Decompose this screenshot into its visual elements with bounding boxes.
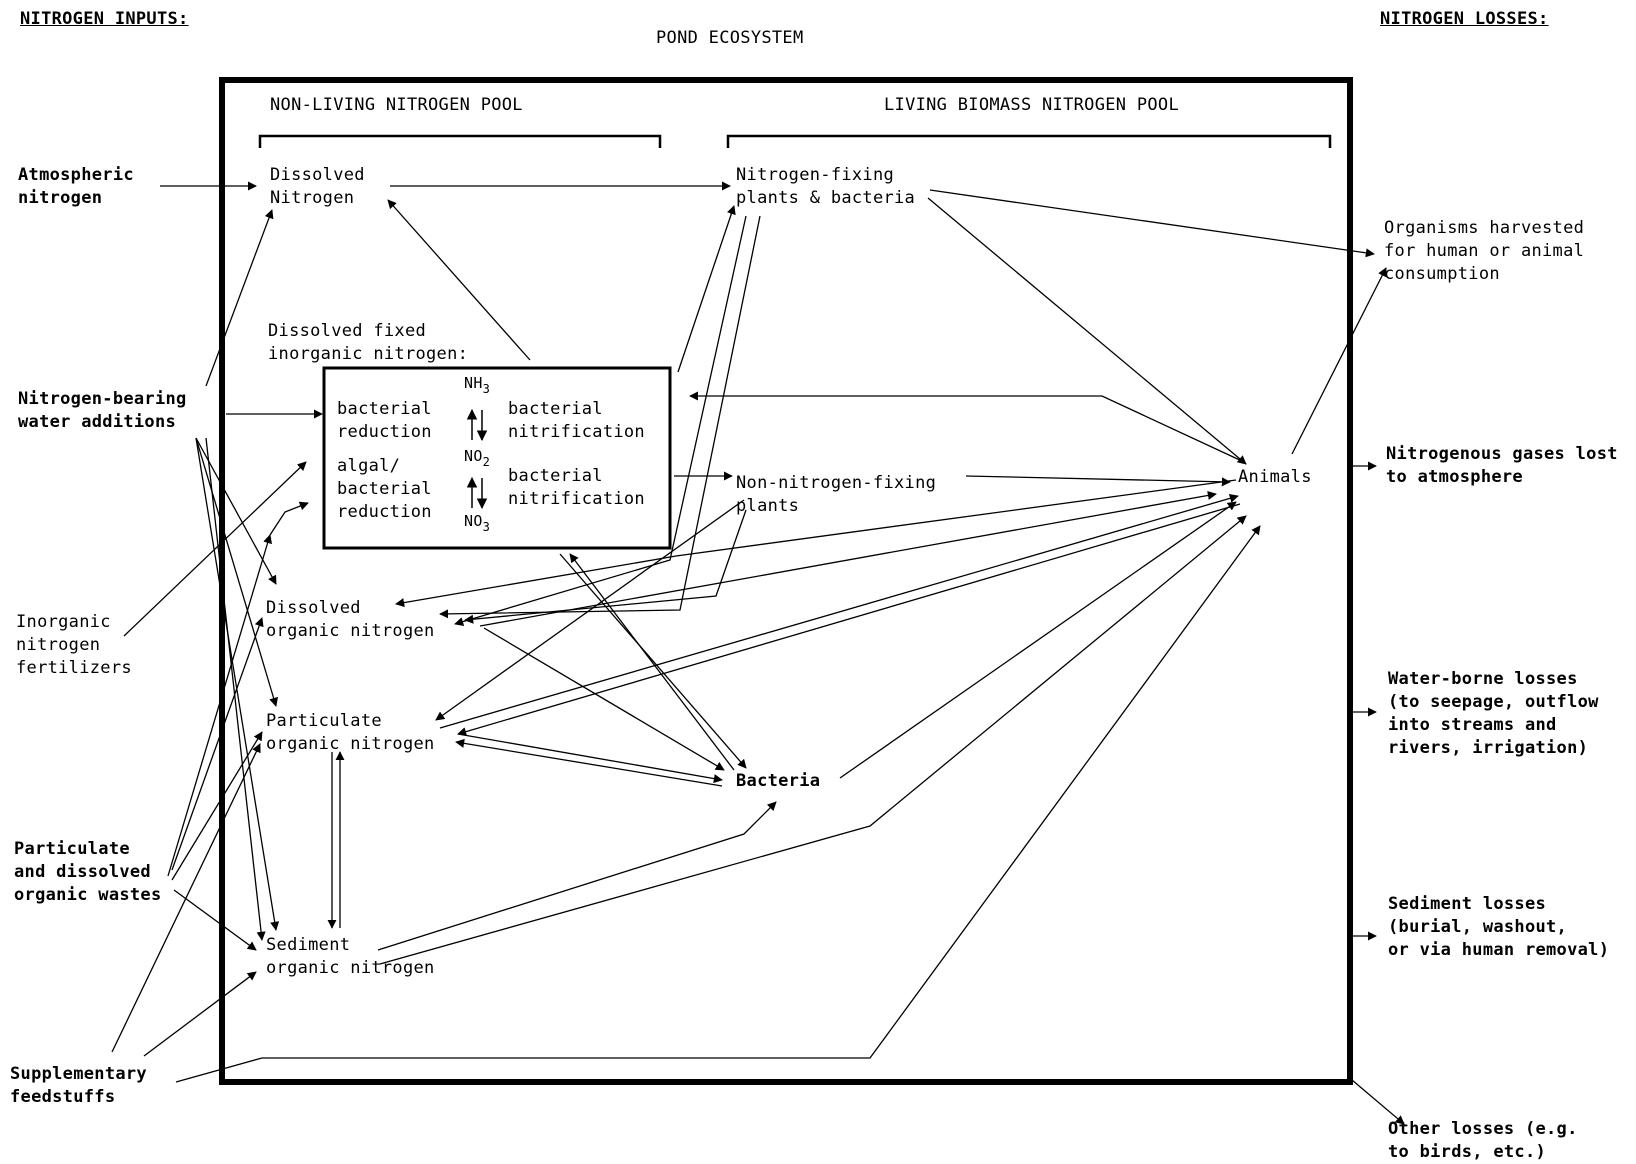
pool-particulate-organic-nitrogen: Particulate organic nitrogen <box>266 711 435 754</box>
flow-wastes-to-don <box>171 617 264 871</box>
flow-wastes-to-dfin-2 <box>269 501 309 536</box>
flow-animals-to-harvest <box>1291 267 1387 455</box>
flow-feedstuffs-to-animals <box>175 525 1261 1083</box>
non-living-pool-header: NON-LIVING NITROGEN POOL <box>270 95 523 115</box>
flow-dfin-to-bacteria <box>559 553 747 769</box>
non-living-pool-bracket <box>258 134 662 148</box>
pool-sediment-organic-nitrogen: Sediment organic nitrogen <box>266 935 435 978</box>
flow-fixers-to-animals <box>927 197 1247 465</box>
flow-animals-to-pon <box>457 503 1241 737</box>
living-non-nitrogen-fixing-plants: Non-nitrogen-fixing plants <box>736 473 937 516</box>
loss-harvested-organisms: Organisms harvested for human or animal … <box>1384 218 1585 284</box>
flow-feedstuffs-to-son <box>143 971 257 1057</box>
flow-fixers-to-don-2 <box>454 215 747 627</box>
loss-nitrogenous-gases: Nitrogenous gases lost to atmosphere <box>1386 444 1618 487</box>
flow-wastes-to-son <box>173 889 257 951</box>
pond-ecosystem-title: POND ECOSYSTEM <box>656 28 804 48</box>
loss-other: Other losses (e.g. to birds, etc.) <box>1388 1119 1578 1162</box>
dissolved-fixed-inorganic-box <box>322 366 672 550</box>
label-algal-bacterial-reduction: algal/ bacterial reduction <box>337 456 432 522</box>
flow-dfin-to-fixers <box>677 205 736 373</box>
species-no2: NO2 <box>464 447 491 469</box>
pool-dissolved-nitrogen: Dissolved Nitrogen <box>270 165 365 208</box>
flow-pon-to-bacteria <box>457 733 723 784</box>
pool-dissolved-fixed-inorganic-title: Dissolved fixed inorganic nitrogen: <box>268 321 469 364</box>
nitrogen-inputs-header: NITROGEN INPUTS: <box>20 9 189 29</box>
input-atmospheric-nitrogen: Atmospheric nitrogen <box>18 165 134 208</box>
label-bacterial-nitrification-1: bacterial nitrification <box>508 399 645 442</box>
label-bacterial-reduction: bacterial reduction <box>337 399 432 442</box>
flow-wastes-to-pon <box>171 731 263 881</box>
flow-pon-to-animals <box>439 493 1239 729</box>
input-organic-wastes: Particulate and dissolved organic wastes <box>14 839 162 905</box>
flow-animals-to-dfin <box>689 391 1245 463</box>
flow-fixers-to-don <box>439 215 761 619</box>
species-nh3: NH3 <box>464 374 491 396</box>
flow-fertilizers-to-dfin <box>123 461 307 637</box>
pool-dissolved-organic-nitrogen: Dissolved organic nitrogen <box>266 598 435 641</box>
flow-nonfixers-to-don <box>464 509 747 624</box>
input-nitrogen-bearing-water: Nitrogen-bearing water additions <box>18 389 187 432</box>
flow-wastes-to-dfin <box>167 534 273 877</box>
living-nitrogen-fixing-plants: Nitrogen-fixing plants & bacteria <box>736 165 916 208</box>
living-bacteria: Bacteria <box>736 771 821 791</box>
flow-bacteria-to-pon <box>455 738 723 787</box>
living-pool-header: LIVING BIOMASS NITROGEN POOL <box>884 95 1179 115</box>
flow-water-to-son-2 <box>205 437 266 941</box>
flow-water-to-son <box>195 437 280 931</box>
input-supplementary-feedstuffs: Supplementary feedstuffs <box>10 1064 147 1107</box>
loss-water-borne: Water-borne losses (to seepage, outflow … <box>1388 669 1599 758</box>
flow-don-to-bacteria <box>483 627 725 771</box>
species-no3: NO3 <box>464 512 491 534</box>
flow-loss-other <box>1351 1079 1405 1125</box>
flow-bacteria-to-animals <box>839 501 1237 779</box>
flow-water-to-pon <box>195 437 279 707</box>
ecosystem-boundary <box>219 77 1353 1085</box>
nitrogen-losses-header: NITROGEN LOSSES: <box>1380 9 1549 29</box>
flow-nonfixers-to-animals <box>965 475 1231 487</box>
flow-nonfixers-to-pon <box>435 499 745 721</box>
label-bacterial-nitrification-2: bacterial nitrification <box>508 466 645 509</box>
flow-bacteria-to-dfin <box>569 553 735 771</box>
living-animals: Animals <box>1238 467 1312 487</box>
input-inorganic-fertilizers: Inorganic nitrogen fertilizers <box>16 612 132 678</box>
flow-fixers-to-harvest <box>929 189 1375 258</box>
loss-sediment: Sediment losses (burial, washout, or via… <box>1388 894 1610 960</box>
flow-animals-to-don <box>395 479 1237 608</box>
flow-son-to-bacteria <box>377 801 777 951</box>
flow-don-to-animals <box>479 490 1217 627</box>
flow-son-to-animals <box>379 515 1247 965</box>
flow-feedstuffs-to-pon <box>111 743 261 1053</box>
living-pool-bracket <box>726 134 1332 148</box>
flow-water-to-dissolved-n <box>205 209 274 387</box>
flow-dfin-to-dissolved-n <box>387 199 531 361</box>
